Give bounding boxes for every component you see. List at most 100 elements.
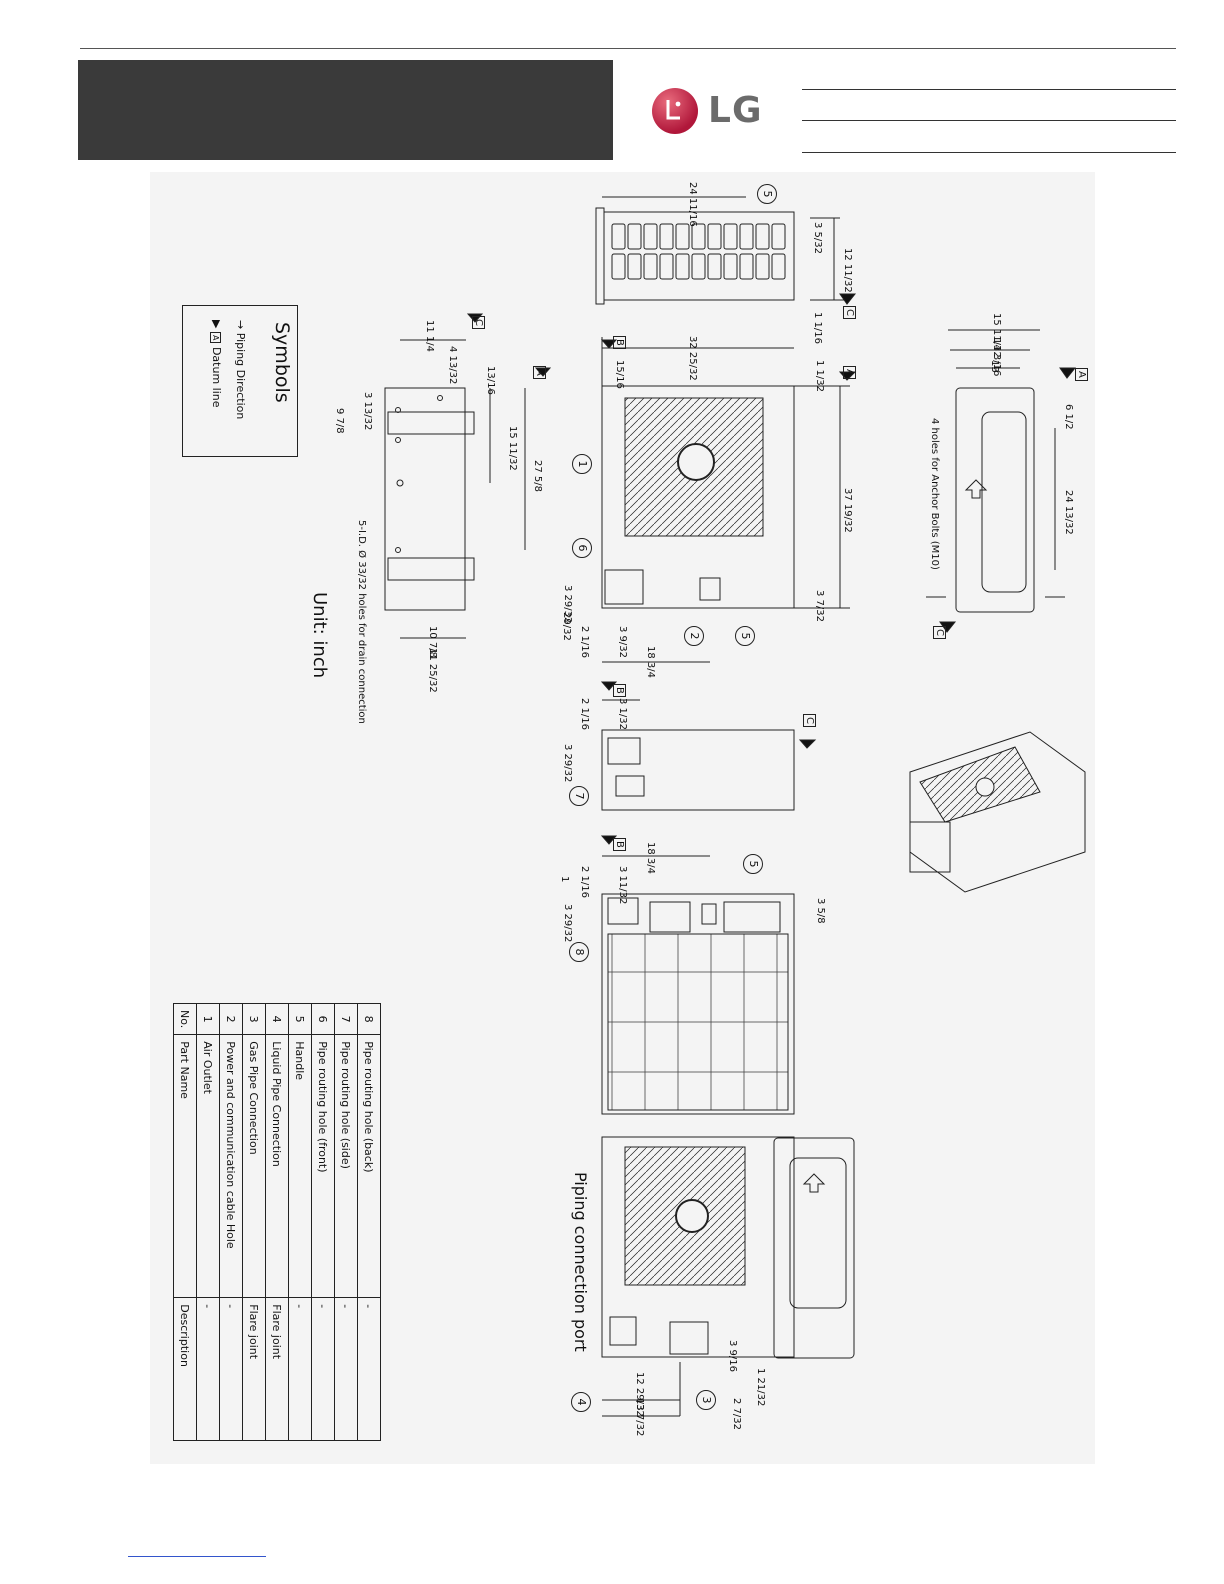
dim-top-right-b: 12 11/32 <box>842 248 853 293</box>
table-header-name: Part Name <box>173 1034 197 1298</box>
table-cell: - <box>357 1297 381 1441</box>
rear-view <box>600 835 795 1115</box>
table-cell: 7 <box>334 1003 358 1035</box>
dim-base-a: 11 1/4 <box>424 320 435 352</box>
table-cell: Pipe routing hole (back) <box>357 1034 381 1298</box>
callout-1: 1 <box>572 454 592 474</box>
table-cell: Gas Pipe Connection <box>242 1034 266 1298</box>
datum-mark-b-rear: B <box>613 838 626 851</box>
dim-front-width: 32 25/32 <box>687 336 698 381</box>
datum-mark-c-base: C <box>472 316 485 329</box>
dim-front-right: 1 1/32 <box>814 360 825 392</box>
side-view <box>926 329 1077 633</box>
datum-triangle-icon: ▶ <box>210 320 223 332</box>
datum-mark-b-front: B <box>613 336 626 349</box>
datum-mark-c-side2: C <box>803 714 816 727</box>
dim-front-height: 37 19/32 <box>842 488 853 533</box>
dim-rear-c: 3 11/32 <box>617 866 628 905</box>
datum-mark-c-top: C <box>843 306 856 319</box>
table-cell: 3 <box>242 1003 266 1035</box>
dim-front-bottom-e: 29/32 <box>561 612 572 641</box>
dim-front-bottom-d: 18 3/4 <box>645 646 656 678</box>
callout-5-top: 5 <box>757 184 777 204</box>
top-view <box>595 196 857 305</box>
datum-mark-c-side: C <box>933 626 946 639</box>
dim-side2-a: 2 1/16 <box>579 698 590 730</box>
table-cell: 8 <box>357 1003 381 1035</box>
base-view <box>384 313 552 639</box>
table-cell: Flare joint <box>265 1297 289 1441</box>
table-cell: Pipe routing hole (side) <box>334 1034 358 1298</box>
table-cell: - <box>334 1297 358 1441</box>
dim-base-b: 4 13/32 <box>447 346 458 385</box>
dim-top-width: 24 11/16 <box>687 182 698 227</box>
symbols-legend: Symbols → Piping Direction ▶ A Datum lin… <box>182 305 298 457</box>
datum-mark-a-base: A <box>533 366 546 379</box>
lg-logo-icon <box>652 88 698 134</box>
datum-mark-b-side2: B <box>613 684 626 697</box>
dim-port-c: 3 9/16 <box>727 1340 738 1372</box>
dim-rear-e: 3 29/32 <box>562 904 573 943</box>
piping-direction-label: → Piping Direction <box>234 320 247 420</box>
callout-4: 4 <box>571 1392 591 1412</box>
piping-port-view <box>601 1136 855 1417</box>
dim-side-c: 13 <box>989 360 1000 373</box>
arrow-icon: → <box>234 320 247 333</box>
table-header-desc: Description <box>173 1297 197 1441</box>
table-row: 1 Air Outlet - <box>196 1003 220 1441</box>
dim-front-bottom-right: 3 7/32 <box>814 590 825 622</box>
dim-top-right-c: 1 1/16 <box>812 312 823 344</box>
table-row: 4 Liquid Pipe Connection Flare joint <box>265 1003 289 1441</box>
callout-7: 7 <box>569 786 589 806</box>
lg-logo-text: LG <box>708 90 763 131</box>
parts-table-body: 8 Pipe routing hole (back) - 7 Pipe rout… <box>173 1003 381 1441</box>
dim-base-f: 15 11/32 <box>507 426 518 471</box>
dim-rear-d: 1 <box>559 876 570 883</box>
anchor-note: 4 holes for Anchor Bolts (M10) <box>929 418 940 570</box>
table-row: 2 Power and communication cable Hole - <box>219 1003 243 1441</box>
dim-rear-b: 2 1/16 <box>579 866 590 898</box>
table-cell: 2 <box>219 1003 243 1035</box>
drain-note: 5-I.D. Ø 33/32 holes for drain connectio… <box>356 520 367 724</box>
table-row: 6 Pipe routing hole (front) - <box>311 1003 335 1441</box>
table-cell: Liquid Pipe Connection <box>265 1034 289 1298</box>
header-rule-1 <box>802 89 1176 90</box>
dim-base-e: 9 7/8 <box>334 408 345 434</box>
table-cell: - <box>288 1297 312 1441</box>
parts-table: 8 Pipe routing hole (back) - 7 Pipe rout… <box>173 1003 381 1442</box>
callout-6: 6 <box>572 538 592 558</box>
dim-base-g: 27 5/8 <box>532 460 543 492</box>
callout-5-front: 5 <box>735 626 755 646</box>
datum-mark-a-front: A <box>843 366 856 379</box>
table-cell: 1 <box>196 1003 220 1035</box>
footer-link-underline[interactable] <box>128 1556 266 1557</box>
table-row: 5 Handle - <box>288 1003 312 1441</box>
dim-front-bottom-c: 3 9/32 <box>617 626 628 658</box>
callout-8: 8 <box>569 942 589 962</box>
dim-base-i: 11 25/32 <box>427 648 438 693</box>
dim-base-d: 3 13/32 <box>362 392 373 431</box>
dim-side2-c: 3 29/32 <box>562 744 573 783</box>
dim-side-d: 6 1/2 <box>1063 404 1074 430</box>
dim-port-b: 13 7/32 <box>634 1398 645 1437</box>
table-cell: - <box>311 1297 335 1441</box>
piping-port-label: Piping connection port <box>571 1172 590 1352</box>
dim-base-c: 13/16 <box>485 366 496 395</box>
dim-rear-f: 3 5/8 <box>815 898 826 924</box>
dim-top-right-a: 3 5/32 <box>812 222 823 254</box>
dim-front-left: 15/16 <box>614 360 625 389</box>
front-view <box>600 337 857 663</box>
symbols-title: Symbols <box>271 322 293 403</box>
dim-side2-b: 3 1/32 <box>617 698 628 730</box>
table-cell: 6 <box>311 1003 335 1035</box>
table-cell: 4 <box>265 1003 289 1035</box>
table-header-row: No. Part Name Description <box>173 1003 197 1441</box>
title-block <box>78 60 613 160</box>
table-row: 3 Gas Pipe Connection Flare joint <box>242 1003 266 1441</box>
callout-3: 3 <box>696 1390 716 1410</box>
table-cell: Flare joint <box>242 1297 266 1441</box>
side-view-2 <box>600 681 817 811</box>
table-cell: 5 <box>288 1003 312 1035</box>
unit-label: Unit: inch <box>309 592 330 679</box>
header-rule-2 <box>802 120 1176 121</box>
